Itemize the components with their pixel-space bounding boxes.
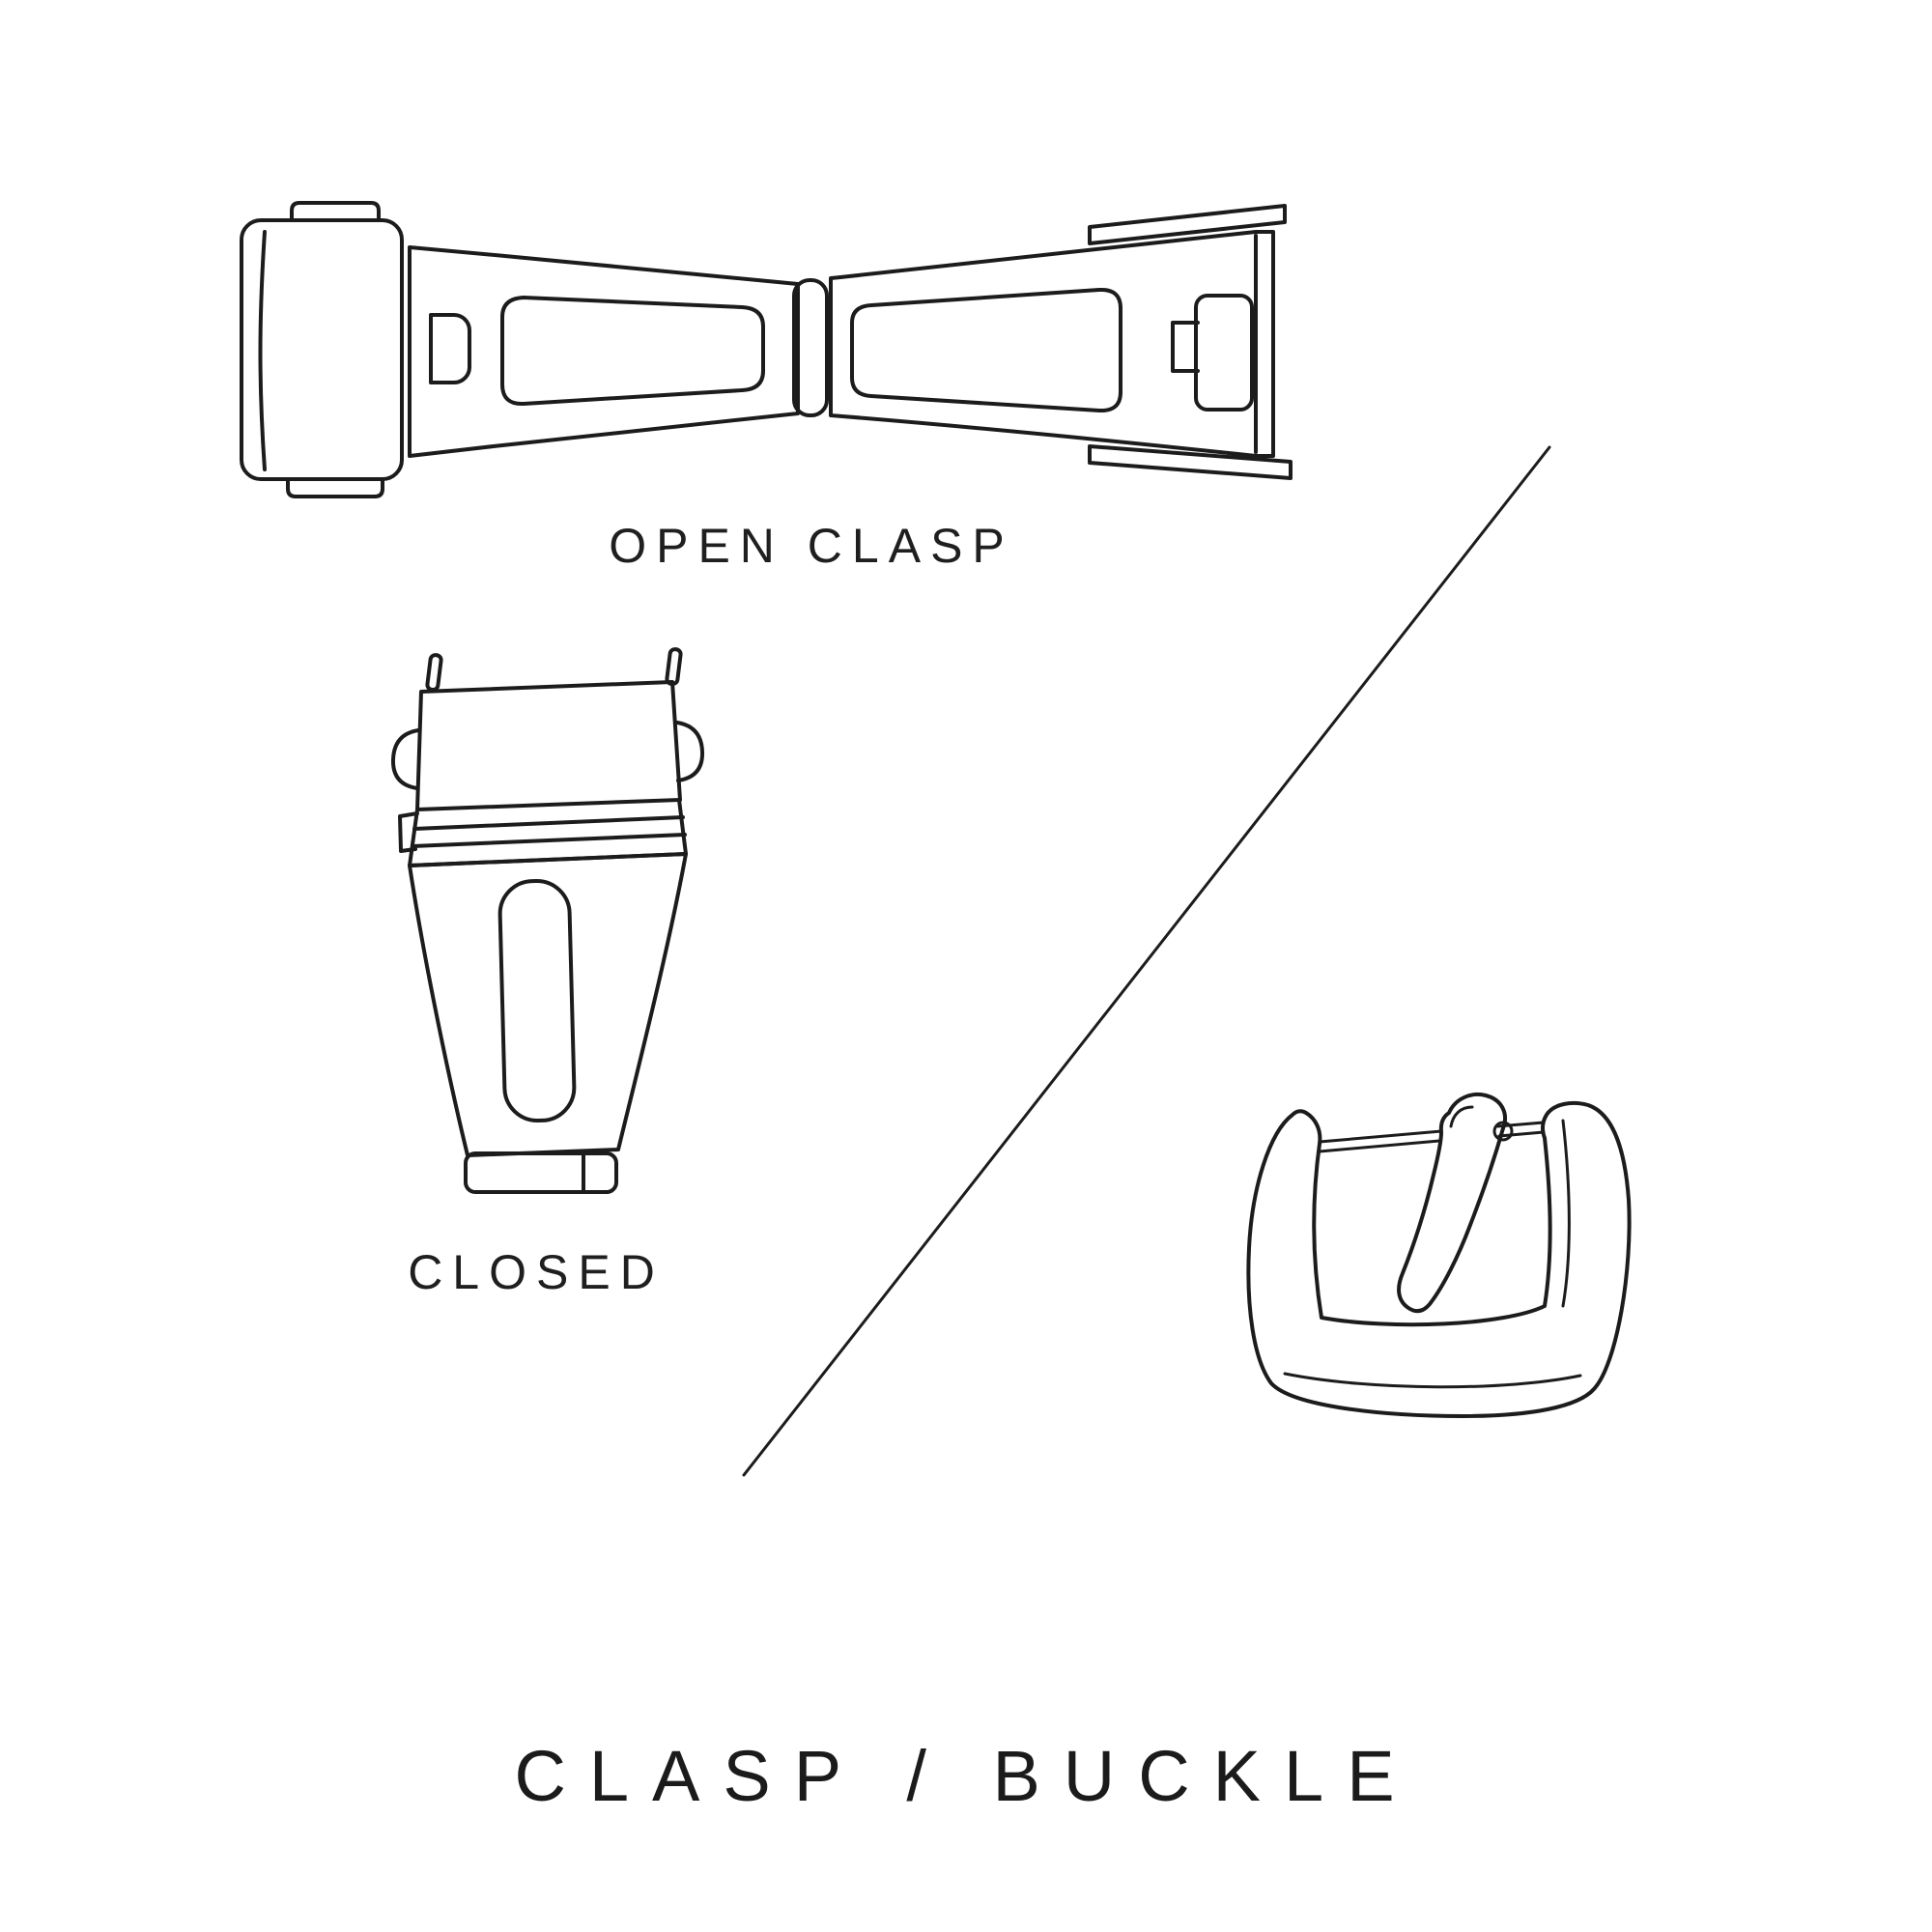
page-title: CLASP / BUCKLE	[514, 1736, 1418, 1816]
clasp-body	[408, 852, 688, 1157]
buckle-tongue	[1397, 1093, 1507, 1314]
clasp-release-loop	[1194, 294, 1254, 412]
clasp-hinge	[792, 278, 829, 417]
buckle-pin	[1318, 1121, 1546, 1153]
buckle-frame	[1246, 1100, 1632, 1418]
clasp-slot	[497, 878, 577, 1123]
clasp-right-arm	[829, 204, 1293, 480]
clasp-top-box	[390, 680, 705, 811]
clasp-bottom-bar	[464, 1151, 618, 1194]
open-clasp-label: OPEN CLASP	[609, 519, 1014, 573]
clasp-left-arm	[408, 245, 800, 458]
closed-clasp-label: CLOSED	[408, 1245, 665, 1299]
buckle-illustration	[1246, 1093, 1632, 1418]
closed-clasp-illustration	[390, 647, 705, 1194]
clasp-cover	[240, 201, 404, 498]
open-clasp-illustration	[240, 201, 1293, 498]
divider-line	[742, 445, 1551, 1477]
